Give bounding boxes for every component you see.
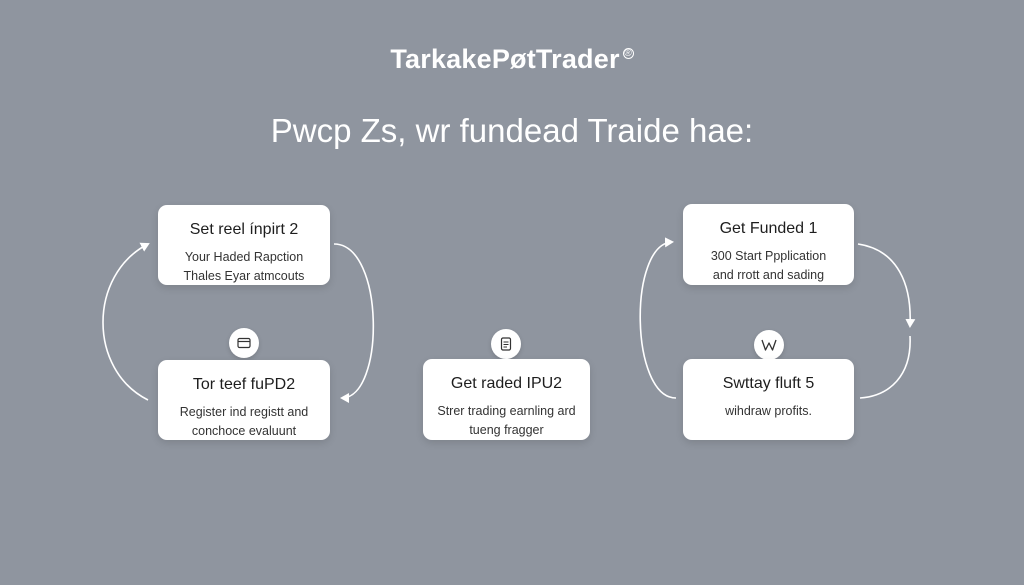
arrow-left-outer <box>102 242 150 401</box>
step-title: Set reel ínpirt 2 <box>189 221 299 238</box>
page-headline: Pwcp Zs, wr fundead Traide hae: <box>270 112 754 149</box>
step-description: Your Haded Rapction <box>184 250 304 264</box>
document-icon <box>491 329 521 359</box>
step-description: and rrott and sading <box>712 268 825 282</box>
step-description: Register ind registt and <box>179 405 309 419</box>
wallet-icon <box>229 328 259 358</box>
step-card-tor-teef: Tor teef fuPD2 Register ind registt and … <box>158 360 330 440</box>
arrow-right-down <box>857 243 916 328</box>
brand-name: TarkakePøtTrader <box>390 44 620 74</box>
arrow-right-up <box>859 335 911 399</box>
step-card-get-raded: Get raded IPU2 Strer trading earnling ar… <box>423 359 590 440</box>
step-title: Get raded IPU2 <box>450 375 563 392</box>
step-description: 300 Start Ppplication <box>710 249 827 263</box>
brand-logo: TarkakePøtTrader® <box>0 44 1024 75</box>
step-title: Swttay fluft 5 <box>722 375 815 392</box>
step-title: Get Funded 1 <box>719 220 818 237</box>
step-description: Thales Eyar atmcouts <box>183 269 305 283</box>
w-logo-icon <box>754 330 784 360</box>
arrow-right-outer <box>639 237 677 399</box>
step-description: tueng fragger <box>469 423 544 437</box>
step-description: conchoce evaluunt <box>191 424 297 438</box>
step-card-set-reel: Set reel ínpirt 2 Your Haded Rapction Th… <box>158 205 330 285</box>
step-card-swttay-fluft: Swttay fluft 5 wihdraw profits. <box>683 359 854 440</box>
arrow-left-inner <box>333 243 375 403</box>
registered-mark: ® <box>622 48 634 59</box>
step-description: wihdraw profits. <box>725 404 812 418</box>
step-card-get-funded: Get Funded 1 300 Start Ppplication and r… <box>683 204 854 285</box>
step-description: Strer trading earnling ard <box>437 404 576 418</box>
step-title: Tor teef fuPD2 <box>192 376 296 393</box>
